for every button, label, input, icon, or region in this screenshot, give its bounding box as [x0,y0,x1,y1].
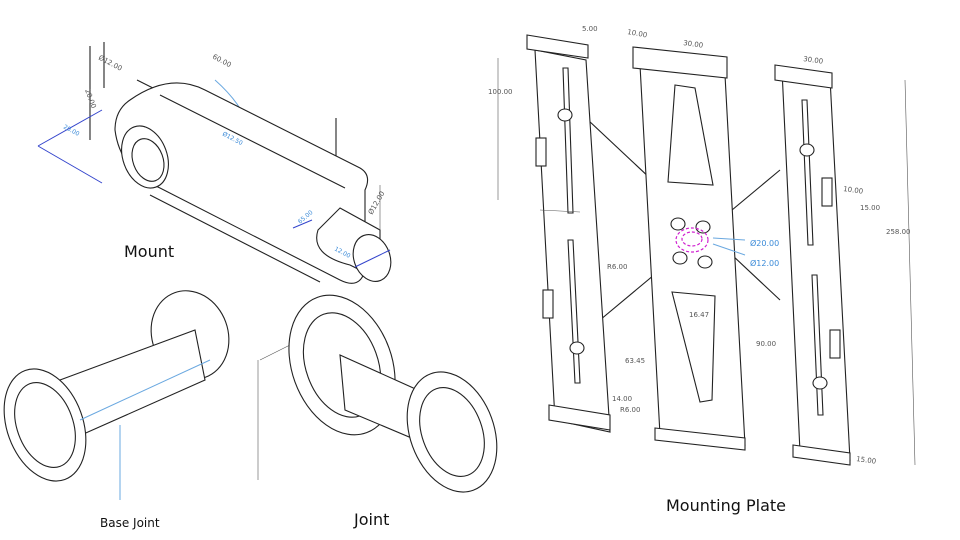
dim-label: 30.00 [803,55,824,66]
dim-label: 60.00 [211,53,232,69]
mount-eye-hole [121,125,169,189]
dim-label: 15.00 [856,455,877,466]
mount-hole-inner [131,138,165,182]
dim-label: R6.00 [620,406,640,414]
base-joint-blue-dims [79,359,211,500]
dim-label: R6.00 [607,263,627,271]
plate-right-rail-bottom [792,444,851,466]
plate-center-rail-bottom [654,427,746,451]
dim-label: 63.45 [625,357,645,365]
plate-tab [829,329,841,359]
plate-left-slots [562,67,581,384]
plate-right-rail [781,69,851,461]
blue-dim-20 [37,109,103,184]
mounting-plate-part [497,34,916,466]
dim-label: 90.00 [756,340,776,348]
dim-label: Ø12.00 [97,54,123,73]
dim-label: 14.00 [612,395,632,403]
plate-right-rail-top [774,64,833,89]
dim-line-vertical [89,42,105,140]
dim-label: 10.00 [627,28,648,39]
plate-center-rail-top [632,46,728,79]
plate-tab [542,289,554,319]
highlight-hole-inner [681,231,703,247]
plate-dim-lines [497,58,916,466]
dim-label: 10.00 [843,185,864,196]
dim-label: 20.00 [83,88,97,110]
dim-label-blue: Ø20.00 [750,238,779,248]
joint-right-disc [406,371,498,493]
caption-mount: Mount [124,242,174,261]
highlight-hole-outer [675,227,709,253]
mount-shaft-end [352,234,392,282]
mount-body [114,82,369,284]
caption-joint: Joint [353,510,389,529]
joint-right-disc-inner [419,387,485,477]
dim-label: 20.00 [62,124,81,138]
plate-tab [821,177,833,207]
plate-upper-cutout [667,84,714,186]
joint-part [257,294,498,493]
dim-label: 16.47 [689,311,709,319]
mount-part: 60.00 Ø12.00 20.00 20.00 Ø12.50 65.00 Ø1… [37,42,392,284]
dim-label: 258.00 [886,228,911,236]
blue-shaft-dim [292,219,391,268]
plate-bolts [557,108,828,390]
dim-label: 100.00 [488,88,513,96]
plate-tab [535,137,547,167]
dim-label: 15.00 [860,204,880,212]
plate-left-rail-bottom [548,404,611,431]
mount-edges [149,94,346,283]
plate-lower-cutout [671,291,716,403]
base-joint-near-disc [3,368,87,482]
plate-left-rail-top [526,34,589,59]
base-joint-part [3,290,230,500]
dim-label: 30.00 [683,39,704,50]
dim-label: 5.00 [582,25,598,33]
plate-blue-leaders [712,237,746,256]
base-joint-disc-inner [14,382,76,468]
dim-label-blue: Ø12.00 [750,258,779,268]
caption-base-joint: Base Joint [100,516,160,530]
plate-right-slots [801,99,824,416]
plate-dimension-labels: 5.00 10.00 30.00 30.00 100.00 10.00 15.0… [488,25,911,466]
caption-mounting-plate: Mounting Plate [666,496,786,515]
dim-label: Ø12.00 [367,190,387,216]
